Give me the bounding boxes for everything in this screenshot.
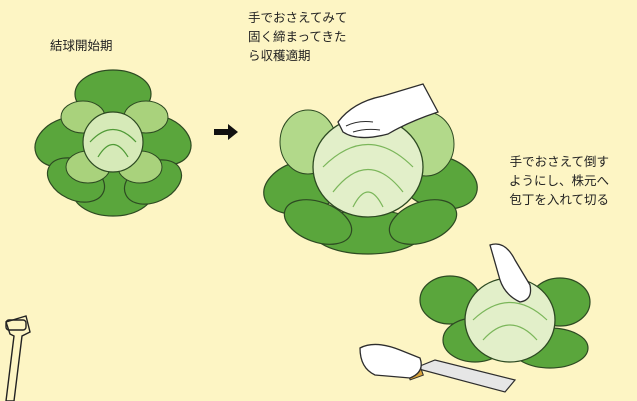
cabbage-cutting-illustration (359, 243, 591, 393)
caption-cutting-method: 手でおさえて倒す ようにし、株元へ 包丁を入れて切る (509, 152, 609, 209)
caption-line: 結球開始期 (50, 38, 113, 53)
caption-heading-start: 結球開始期 (50, 36, 113, 55)
caption-line: ら収穫適期 (248, 48, 311, 63)
caption-line: 手でおさえて倒す (509, 154, 610, 169)
caption-line: 固く締まってきた (248, 29, 347, 44)
caption-line: ようにし、株元へ (509, 173, 610, 188)
caption-line: 包丁を入れて切る (509, 192, 610, 207)
caption-line: 手でおさえてみて (248, 10, 348, 25)
cabbage-harvest-ready-illustration (263, 83, 478, 255)
caption-harvest-timing: 手でおさえてみて 固く締まってきた ら収穫適期 (248, 8, 347, 65)
right-arrow-icon (214, 124, 238, 140)
cabbage-heading-start-illustration (34, 69, 192, 217)
shovel-icon (5, 315, 31, 401)
